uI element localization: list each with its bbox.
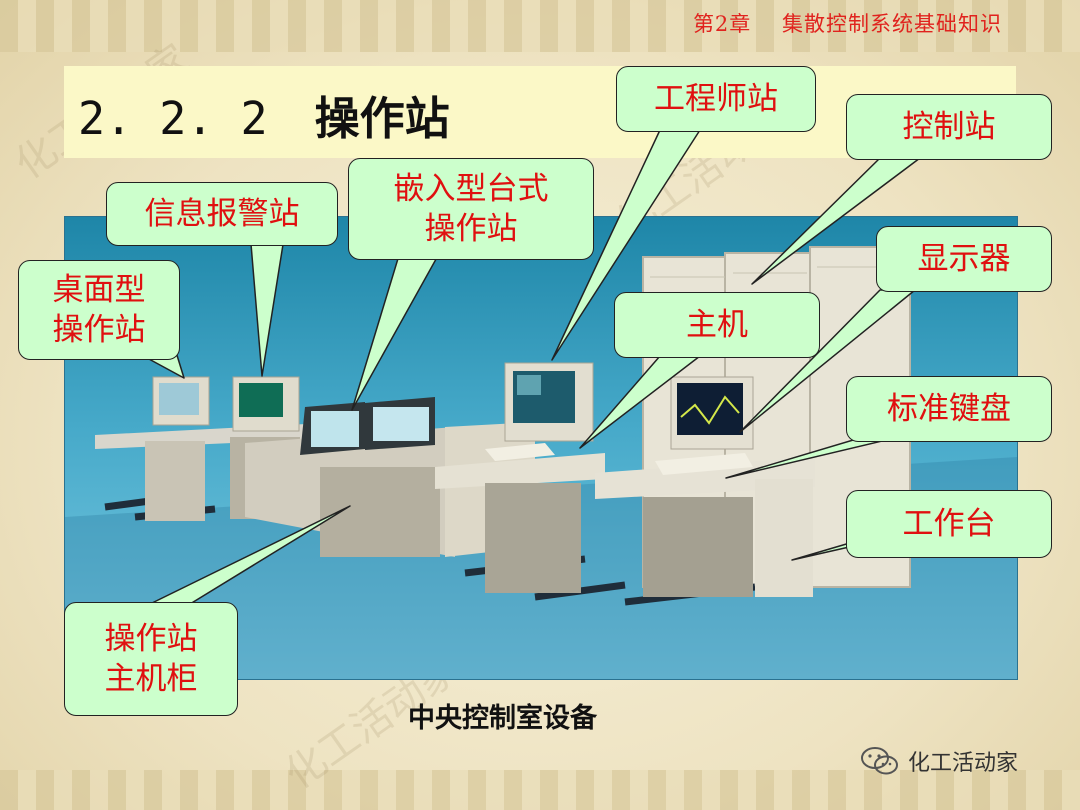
- callout-control-station: 控制站: [846, 94, 1052, 160]
- callout-desktop-station: 桌面型 操作站: [18, 260, 180, 360]
- section-title: 操作站: [314, 92, 450, 145]
- callout-embedded-desk-station: 嵌入型台式 操作站: [348, 158, 594, 260]
- callout-workbench: 工作台: [846, 490, 1052, 558]
- callout-host: 主机: [614, 292, 820, 358]
- wechat-icon: [861, 747, 898, 775]
- brand-name: 化工活动家: [908, 751, 1019, 776]
- slide-title: 2. 2. 2 操作站: [78, 82, 450, 147]
- control-room-photo: [64, 216, 1018, 680]
- top-border-pattern: [0, 0, 1080, 52]
- callout-station-cabinet: 操作站 主机柜: [64, 602, 238, 716]
- section-number: 2. 2. 2: [78, 92, 268, 145]
- brand-footer: 化工活动家: [860, 745, 1018, 777]
- chapter-header: 第2章 集散控制系统基础知识: [692, 12, 1002, 36]
- callout-engineer-station: 工程师站: [616, 66, 816, 132]
- equipment-illustration: [65, 246, 1017, 679]
- callout-keyboard: 标准键盘: [846, 376, 1052, 442]
- figure-caption: 中央控制室设备: [408, 703, 597, 734]
- callout-info-alarm-station: 信息报警站: [106, 182, 338, 246]
- callout-display: 显示器: [876, 226, 1052, 292]
- bottom-border-pattern: [0, 770, 1080, 810]
